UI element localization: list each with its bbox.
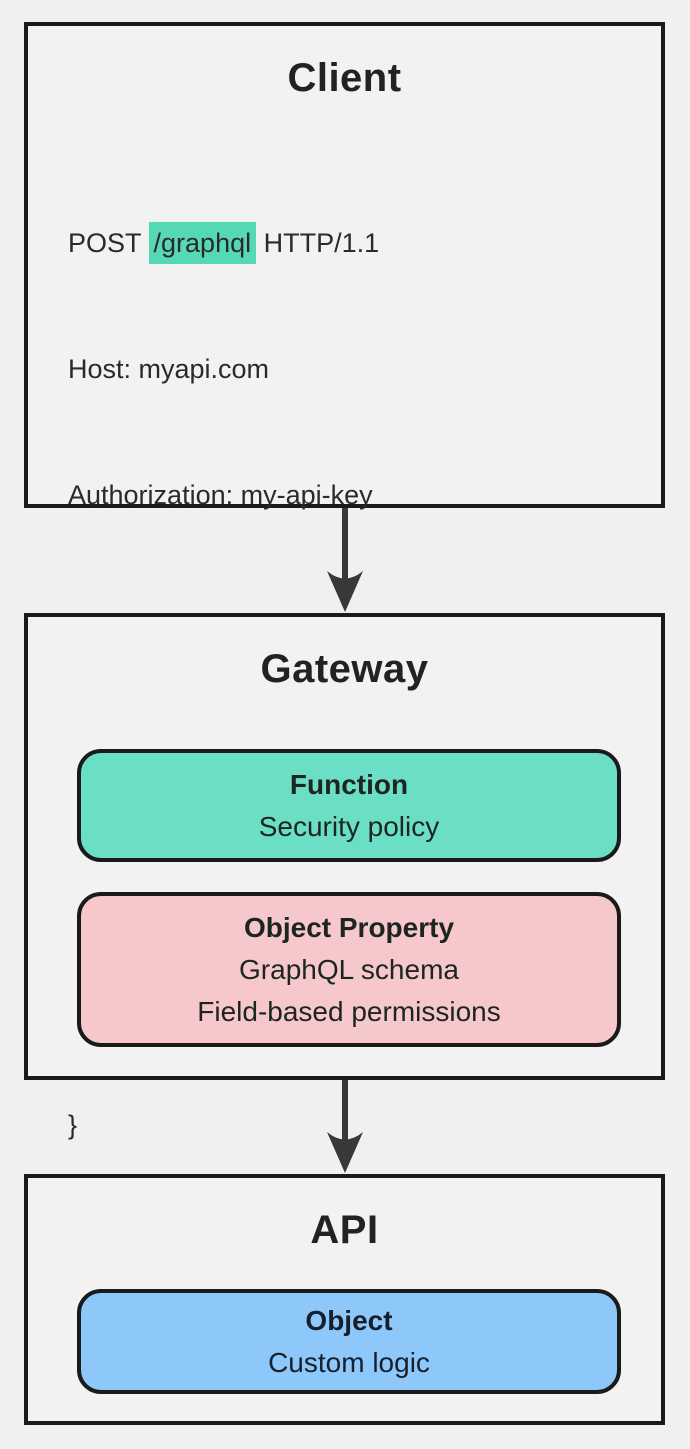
request-line-auth: Authorization: my-api-key bbox=[68, 480, 373, 510]
object-card-title: Object bbox=[305, 1304, 393, 1336]
api-box: API Object Custom logic bbox=[24, 1174, 665, 1425]
client-box: Client POST /graphql HTTP/1.1 Host: myap… bbox=[24, 22, 665, 1140]
json-close-brace: } bbox=[68, 1110, 78, 1140]
down-arrow-icon bbox=[327, 508, 363, 612]
http-protocol: HTTP/1.1 bbox=[256, 228, 380, 258]
client-title: Client bbox=[287, 56, 402, 100]
function-card: Function Security policy bbox=[77, 749, 621, 862]
object-card: Object Custom logic bbox=[77, 1289, 621, 1394]
function-card-title: Function bbox=[289, 768, 409, 800]
object-property-card: Object Property GraphQL schema Field-bas… bbox=[77, 892, 621, 1047]
arrow-client-to-gateway bbox=[325, 508, 365, 613]
object-property-card-title: Object Property bbox=[243, 911, 455, 943]
gateway-title: Gateway bbox=[260, 647, 429, 691]
function-card-line: Security policy bbox=[258, 810, 440, 842]
arrow-gateway-to-api bbox=[325, 1080, 365, 1174]
request-line-method: POST /graphql HTTP/1.1 bbox=[68, 222, 661, 264]
gateway-box: Gateway Function Security policy Object … bbox=[24, 613, 665, 1080]
down-arrow-icon bbox=[327, 1080, 363, 1173]
api-title: API bbox=[310, 1208, 379, 1252]
object-card-line: Custom logic bbox=[268, 1346, 430, 1378]
graphql-path-highlight: /graphql bbox=[148, 222, 257, 264]
object-property-card-line: GraphQL schema bbox=[239, 953, 459, 985]
object-property-card-line: Field-based permissions bbox=[197, 995, 501, 1027]
http-method: POST bbox=[68, 228, 149, 258]
request-line-host: Host: myapi.com bbox=[68, 354, 270, 384]
